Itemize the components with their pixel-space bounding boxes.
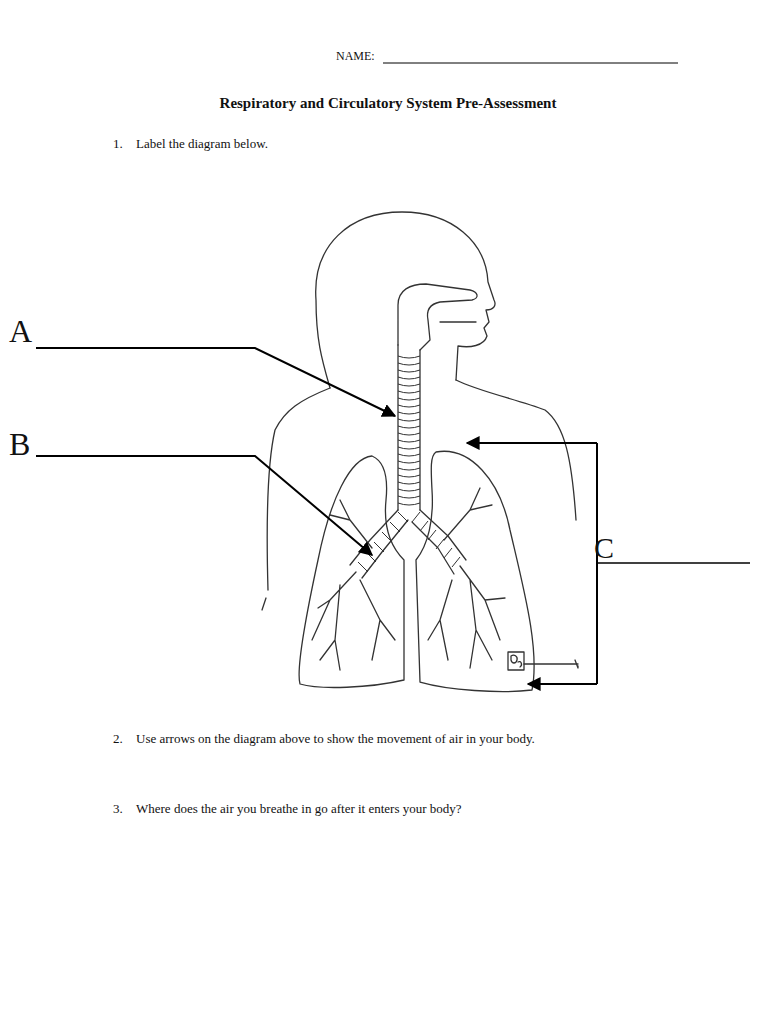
- bronchus-ring: [374, 542, 384, 552]
- right-lung: [416, 451, 534, 691]
- trachea-ring: [398, 426, 420, 428]
- right-shoulder: [456, 380, 576, 520]
- trachea-ring: [398, 482, 420, 484]
- trachea-ring: [398, 363, 420, 365]
- bronchus-ring: [444, 548, 452, 558]
- trachea-ring: [398, 503, 420, 505]
- trachea-ring: [398, 384, 420, 386]
- bronchus-ring: [412, 512, 420, 522]
- trachea-ring: [398, 370, 420, 372]
- question-number: 2.: [113, 731, 123, 747]
- left-lung: [299, 456, 404, 687]
- airway-cavity: [398, 284, 477, 350]
- trachea-ring: [398, 433, 420, 435]
- part-letter: C: [594, 530, 614, 566]
- trachea-ring: [398, 489, 420, 491]
- trachea-ring: [398, 454, 420, 456]
- trachea-ring: [398, 419, 420, 421]
- question-text: Label the diagram below.: [136, 136, 268, 152]
- question-number: 1.: [113, 136, 123, 152]
- bronchus-ring: [452, 557, 460, 567]
- diaphragm-line: [524, 663, 578, 664]
- trachea-ring: [398, 391, 420, 393]
- bronchus-ring: [382, 532, 392, 542]
- head-outline: [316, 212, 495, 388]
- part-letter: A: [9, 312, 32, 350]
- trachea-ring: [398, 461, 420, 463]
- bracket-c-bottom: [528, 683, 597, 685]
- mouth-line: [440, 321, 476, 322]
- bronchus-ring: [358, 562, 368, 572]
- trachea-ring: [398, 475, 420, 477]
- bronchus-ring: [390, 522, 400, 532]
- part-letter: B: [9, 425, 30, 463]
- trachea-ring: [398, 412, 420, 414]
- name-underline: [383, 63, 678, 64]
- trachea-ring: [398, 468, 420, 470]
- trachea-ring: [398, 447, 420, 449]
- trachea-ring: [398, 440, 420, 442]
- name-label: NAME:: [336, 49, 375, 63]
- trachea-ring: [398, 356, 420, 358]
- trachea-right: [419, 350, 420, 510]
- question-text: Use arrows on the diagram above to show …: [136, 731, 535, 747]
- bronchus-ring: [398, 512, 408, 522]
- question-number: 3.: [113, 801, 123, 817]
- alveoli-box: [508, 652, 524, 670]
- leader-b: [36, 456, 372, 555]
- trachea-ring: [398, 496, 420, 498]
- alveoli-cluster: [511, 655, 521, 667]
- bronchial-tree-right: [428, 488, 505, 668]
- bronchus-ring: [420, 521, 428, 531]
- left-shoulder: [267, 388, 330, 590]
- body-side-left: [262, 598, 266, 610]
- worksheet-title: Respiratory and Circulatory System Pre-A…: [4, 94, 768, 112]
- trachea-ring: [398, 377, 420, 379]
- leader-c: [597, 562, 750, 564]
- bronchus-ring: [436, 539, 444, 549]
- trachea-ring: [398, 405, 420, 407]
- bronchus-ring: [428, 530, 436, 540]
- bracket-c-top: [467, 442, 597, 444]
- right-bronchus: [412, 510, 466, 574]
- leader-a: [36, 348, 395, 416]
- bronchial-tree-left: [312, 500, 395, 670]
- question-text: Where does the air you breathe in go aft…: [136, 801, 462, 817]
- trachea-ring: [398, 398, 420, 400]
